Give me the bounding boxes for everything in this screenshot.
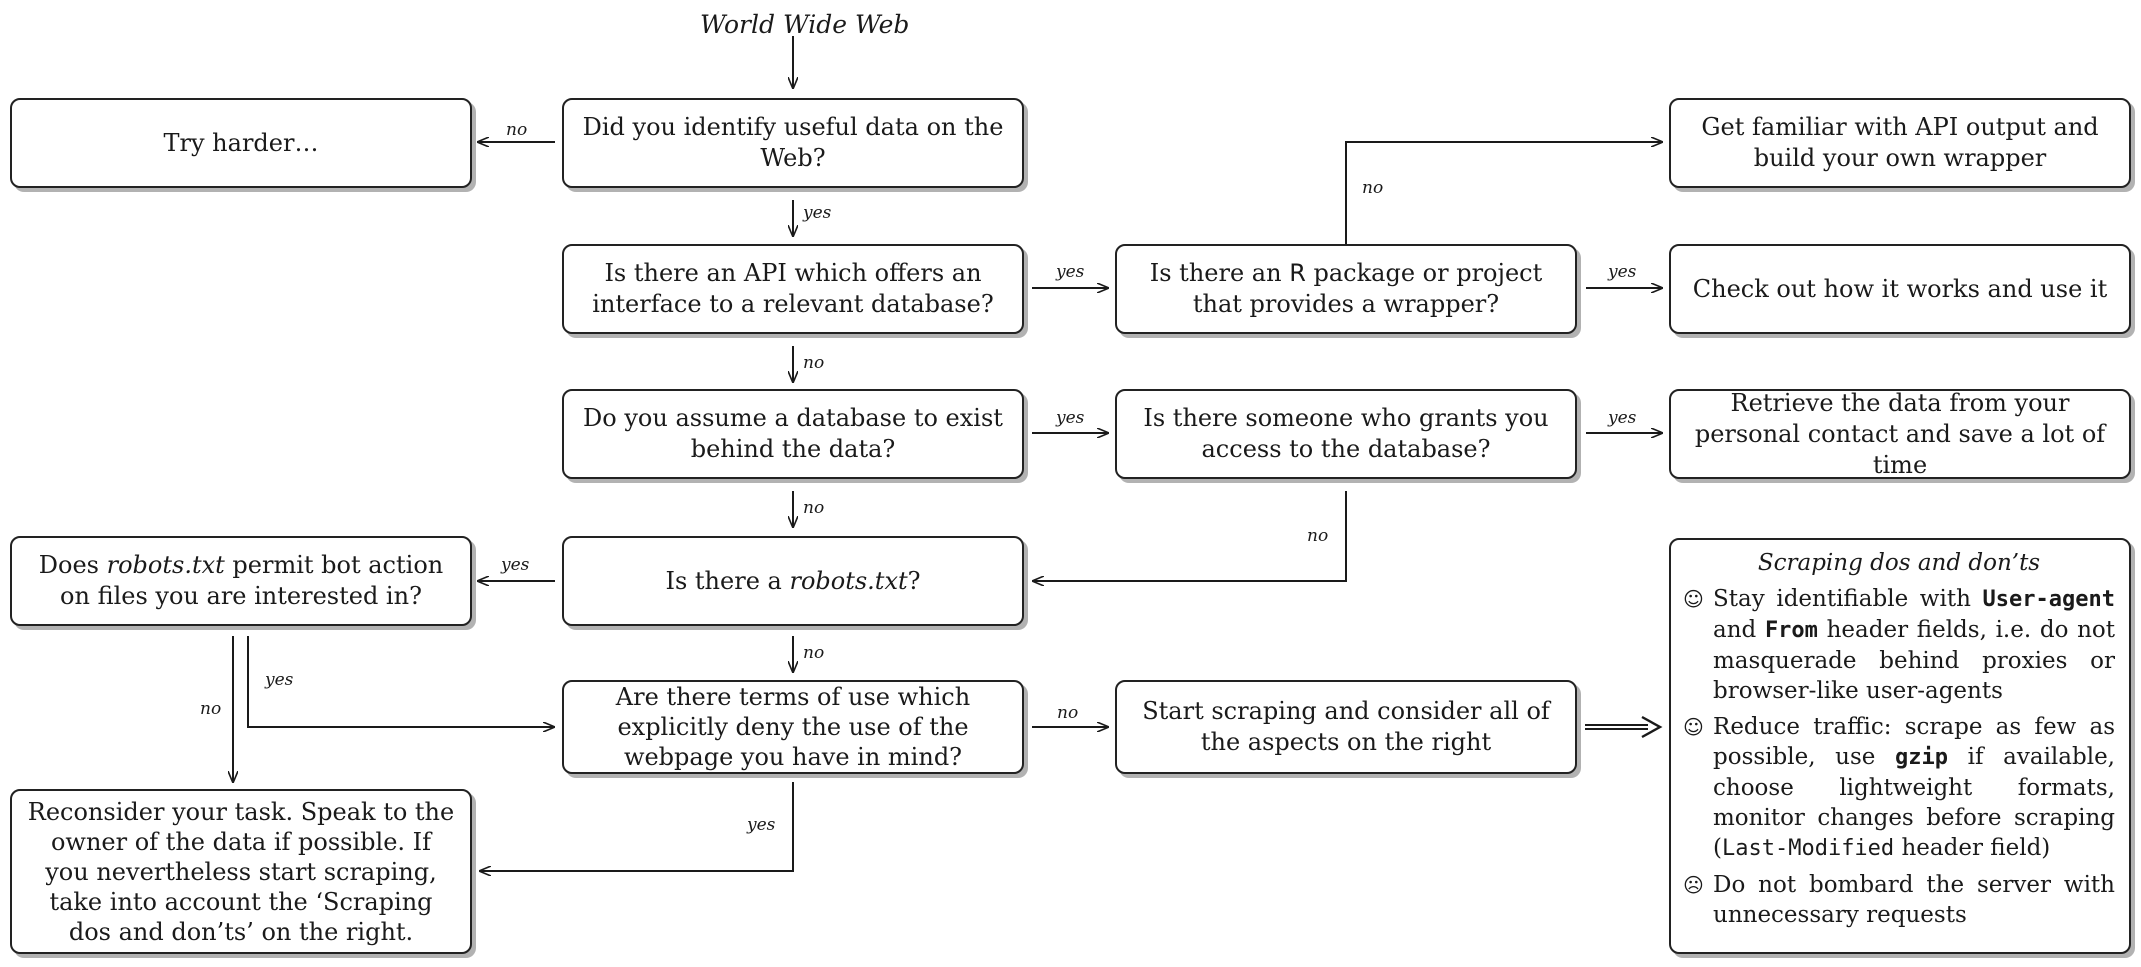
edge-label-rpkg-yes: yes bbox=[1608, 262, 1637, 282]
arrow-rpkg-no bbox=[1345, 142, 1662, 270]
edge-label-api-no: no bbox=[803, 353, 825, 373]
node-robots-txt: Is there a robots.txt? bbox=[562, 536, 1024, 626]
node-try-harder: Try harder… bbox=[10, 98, 472, 188]
smiley-icon: ☺ bbox=[1683, 587, 1704, 611]
node-reconsider: Reconsider your task. Speak to the owner… bbox=[10, 789, 472, 954]
dos-item: ☺ Reduce traffic: scrape as few as possi… bbox=[1683, 712, 2115, 864]
edge-label-terms-yes: yes bbox=[747, 815, 776, 835]
edge-label-permit-no: no bbox=[200, 699, 222, 719]
edge-label-robots-no: no bbox=[803, 643, 825, 663]
arrow-someone-no bbox=[1033, 491, 1347, 581]
code-gzip: gzip bbox=[1895, 745, 1949, 770]
node-check-out: Check out how it works and use it bbox=[1669, 244, 2131, 334]
smiley-icon: ☺ bbox=[1683, 715, 1704, 739]
donts-item: ☹ Do not bombard the server with unneces… bbox=[1683, 872, 2115, 928]
edge-label-robots-yes: yes bbox=[501, 555, 530, 575]
double-arrow-to-dos bbox=[1585, 715, 1663, 739]
edge-label-api-yes: yes bbox=[1056, 262, 1085, 282]
code-from: From bbox=[1764, 618, 1818, 643]
node-retrieve-data: Retrieve the data from your personal con… bbox=[1669, 389, 2131, 479]
edge-label-permit-yes: yes bbox=[265, 670, 294, 690]
dos-item: ☺ Stay identifiable with User-agent and … bbox=[1683, 586, 2115, 704]
edge-label-rpkg-no: no bbox=[1362, 178, 1384, 198]
node-start-scraping: Start scraping and consider all of the a… bbox=[1115, 680, 1577, 774]
edge-label-terms-no: no bbox=[1057, 703, 1079, 723]
code-last-modified: Last-Modified bbox=[1721, 836, 1895, 861]
edge-label-identify-yes: yes bbox=[803, 203, 832, 223]
code-user-agent: User-agent bbox=[1982, 587, 2115, 612]
edge-label-someone-yes: yes bbox=[1608, 408, 1637, 428]
node-assume-database: Do you assume a database to exist behind… bbox=[562, 389, 1024, 479]
page-title: World Wide Web bbox=[700, 10, 910, 39]
node-robots-permit: Does robots.txt permit bot action on fil… bbox=[10, 536, 472, 626]
node-someone-grants-access: Is there someone who grants you access t… bbox=[1115, 389, 1577, 479]
edge-label-someone-no: no bbox=[1307, 526, 1329, 546]
arrow-terms-yes bbox=[480, 782, 794, 871]
frowny-icon: ☹ bbox=[1683, 873, 1704, 897]
edge-label-identify-no: no bbox=[506, 120, 528, 140]
edge-label-assume-yes: yes bbox=[1056, 408, 1085, 428]
node-build-wrapper: Get familiar with API output and build y… bbox=[1669, 98, 2131, 188]
dos-donts-title: Scraping dos and don’ts bbox=[1757, 550, 2041, 576]
node-terms-of-use: Are there terms of use which explicitly … bbox=[562, 680, 1024, 774]
edge-label-assume-no: no bbox=[803, 498, 825, 518]
node-identify-data: Did you identify useful data on the Web? bbox=[562, 98, 1024, 188]
node-api: Is there an API which offers an interfac… bbox=[562, 244, 1024, 334]
node-r-package: Is there an R package or project that pr… bbox=[1115, 244, 1577, 334]
arrow-permit-yes bbox=[247, 636, 554, 727]
scraping-dos-donts-panel: Scraping dos and don’ts ☺ Stay identifia… bbox=[1669, 538, 2131, 954]
